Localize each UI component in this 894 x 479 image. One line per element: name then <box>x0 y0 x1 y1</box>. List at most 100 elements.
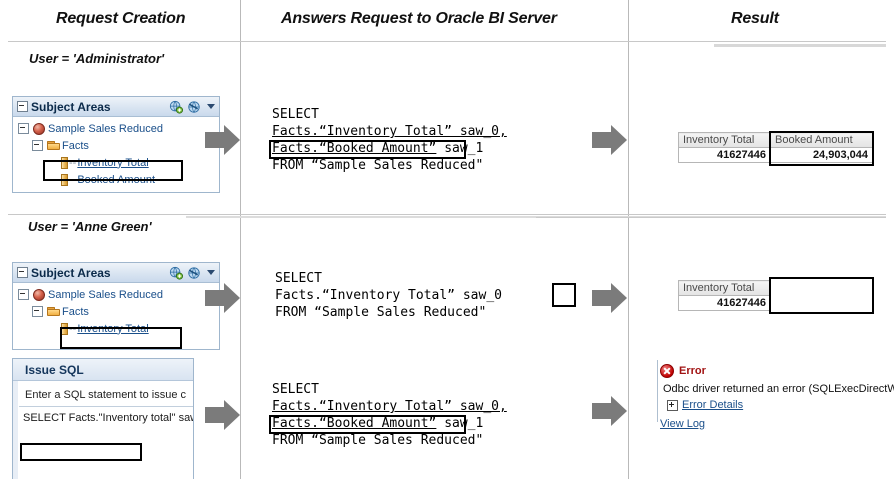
subject-areas-title: Subject Areas <box>31 99 111 114</box>
sql-line-from: FROM “Sample Sales Reduced" <box>275 305 487 320</box>
collapse-toggle-icon[interactable] <box>17 101 28 112</box>
tree-connector: -- <box>69 156 77 169</box>
error-panel: Error Odbc driver returned an error (SQL… <box>660 364 894 411</box>
expand-toggle-icon[interactable] <box>32 140 43 151</box>
highlight-box-booked-amount-sql-row3 <box>269 415 466 434</box>
sql-line-inventory: Facts.“Inventory Total” saw_0, <box>272 399 507 414</box>
error-title: Error <box>679 365 706 377</box>
sql-line-select: SELECT <box>275 271 322 286</box>
subject-area-sphere-icon <box>33 288 45 301</box>
table-row: 41627446 24,903,044 <box>678 147 873 163</box>
column-icon <box>61 156 68 169</box>
column-header-answers-request: Answers Request to Oracle BI Server <box>281 10 557 27</box>
sql-line-inventory: Facts.“Inventory Total” saw_0, <box>272 124 507 139</box>
subject-areas-panel-2: Subject Areas Sample <box>12 262 220 350</box>
issue-sql-line1: SELECT <box>23 412 66 424</box>
user-label-anne-green: User = 'Anne Green' <box>28 219 152 234</box>
result-table-row1: Inventory Total Booked Amount 41627446 2… <box>678 132 873 163</box>
subject-areas-panel-1: Subject Areas Sample <box>12 96 220 193</box>
subject-areas-toolbar <box>169 100 215 114</box>
sql-line-from: FROM “Sample Sales Reduced" <box>272 433 484 448</box>
flow-arrow-3a <box>205 400 241 430</box>
sql-line-select: SELECT <box>272 107 319 122</box>
column-header-request-creation: Request Creation <box>56 10 186 27</box>
sql-line-booked: Facts.“Booked Amount” <box>272 141 437 156</box>
sql-block-row1: SELECT Facts.“Inventory Total” saw_0, Fa… <box>272 106 507 174</box>
globe-sync-icon[interactable] <box>187 100 201 114</box>
issue-sql-title: Issue SQL <box>25 362 84 377</box>
expand-toggle-icon[interactable] <box>18 123 29 134</box>
tree-item-label: Inventory Total <box>77 156 149 169</box>
highlight-box-booked-amount-sql-row1 <box>269 140 466 159</box>
tree-item-facts-folder[interactable]: Facts <box>32 304 89 319</box>
subject-areas-header-2: Subject Areas <box>13 263 219 283</box>
result-header-inventory-total: Inventory Total <box>678 132 771 148</box>
result-header-inventory-total: Inventory Total <box>678 280 771 296</box>
view-log-link[interactable]: View Log <box>660 418 706 430</box>
subject-areas-toolbar <box>169 266 215 280</box>
issue-sql-line2: Facts."Inventory total" saw_0, <box>68 412 193 424</box>
refresh-globe-icon[interactable] <box>169 100 183 114</box>
flow-arrow-2a <box>205 283 241 313</box>
sql-block-row3: SELECT Facts.“Inventory Total” saw_0, Fa… <box>272 381 507 449</box>
error-details-link[interactable]: Error Details <box>682 399 744 411</box>
issue-sql-instruction: Enter a SQL statement to issue c <box>25 389 187 401</box>
chevron-down-icon[interactable] <box>207 104 215 109</box>
sql-block-row2: SELECT Facts.“Inventory Total” saw_0 FRO… <box>275 270 502 321</box>
subject-areas-title: Subject Areas <box>31 265 111 280</box>
result-value-booked-amount: 24,903,044 <box>770 147 873 163</box>
column-header-result: Result <box>731 10 779 27</box>
header-separator-thick <box>714 44 886 47</box>
result-value-inventory-total: 41627446 <box>678 295 771 311</box>
flow-arrow-2b <box>592 283 628 313</box>
column-divider-1 <box>240 0 241 479</box>
highlight-box-missing-column-result <box>769 277 874 314</box>
globe-sync-icon[interactable] <box>187 266 201 280</box>
subject-areas-header-1: Subject Areas <box>13 97 219 117</box>
refresh-globe-icon[interactable] <box>169 266 183 280</box>
flow-arrow-1a <box>205 125 241 155</box>
result-header-booked-amount: Booked Amount <box>770 132 873 148</box>
sql-line-booked-alias: saw_1 <box>436 416 484 431</box>
sql-line-inventory: Facts.“Inventory Total” saw_0 <box>275 288 502 303</box>
error-details-row[interactable]: Error Details <box>667 399 892 411</box>
user-label-administrator: User = 'Administrator' <box>29 51 165 66</box>
highlight-box-booked-amount-result <box>769 131 874 166</box>
panel-left-gutter <box>13 381 18 479</box>
expand-plus-icon[interactable] <box>667 399 678 411</box>
issue-sql-panel: Issue SQL Enter a SQL statement to issue… <box>12 358 194 479</box>
header-separator <box>8 41 886 42</box>
sql-line-booked: Facts.“Booked Amount” <box>272 416 437 431</box>
tree-item-label: Facts <box>62 305 89 318</box>
tree-item-label: Facts <box>62 139 89 152</box>
error-panel-left-border <box>657 360 658 422</box>
tree-item-subject-area[interactable]: Sample Sales Reduced <box>18 121 163 136</box>
subject-area-sphere-icon <box>33 122 45 135</box>
highlight-box-missing-column-tree <box>60 327 182 349</box>
tree-item-label: Sample Sales Reduced <box>48 122 163 135</box>
highlight-box-booked-amount-issue-sql <box>20 443 142 461</box>
sql-line-booked-alias: saw_1 <box>436 141 484 156</box>
tree-item-inventory-total[interactable]: -- Inventory Total <box>61 155 149 170</box>
error-message: Odbc driver returned an error (SQLExecDi… <box>663 383 894 395</box>
row-separator-1-extra <box>536 217 886 218</box>
issue-sql-divider <box>19 406 193 407</box>
result-value-inventory-total: 41627446 <box>678 147 771 163</box>
flow-arrow-3b <box>592 396 628 426</box>
chevron-down-icon[interactable] <box>207 270 215 275</box>
collapse-toggle-icon[interactable] <box>17 267 28 278</box>
tree-item-label: Sample Sales Reduced <box>48 288 163 301</box>
table-row: 41627446 <box>678 295 771 311</box>
tree-item-subject-area[interactable]: Sample Sales Reduced <box>18 287 163 302</box>
highlight-box-booked-amount-tree <box>43 160 183 181</box>
row-separator-1 <box>8 214 886 215</box>
folder-icon <box>47 306 61 317</box>
issue-sql-textarea[interactable]: SELECT Facts."Inventory total" saw_0, Fa… <box>23 411 193 425</box>
expand-toggle-icon[interactable] <box>32 306 43 317</box>
expand-toggle-icon[interactable] <box>18 289 29 300</box>
sql-line-from: FROM “Sample Sales Reduced" <box>272 158 484 173</box>
tree-item-facts-folder[interactable]: Facts <box>32 138 89 153</box>
issue-sql-header: Issue SQL <box>13 359 193 381</box>
result-table-row2: Inventory Total 41627446 <box>678 280 771 311</box>
